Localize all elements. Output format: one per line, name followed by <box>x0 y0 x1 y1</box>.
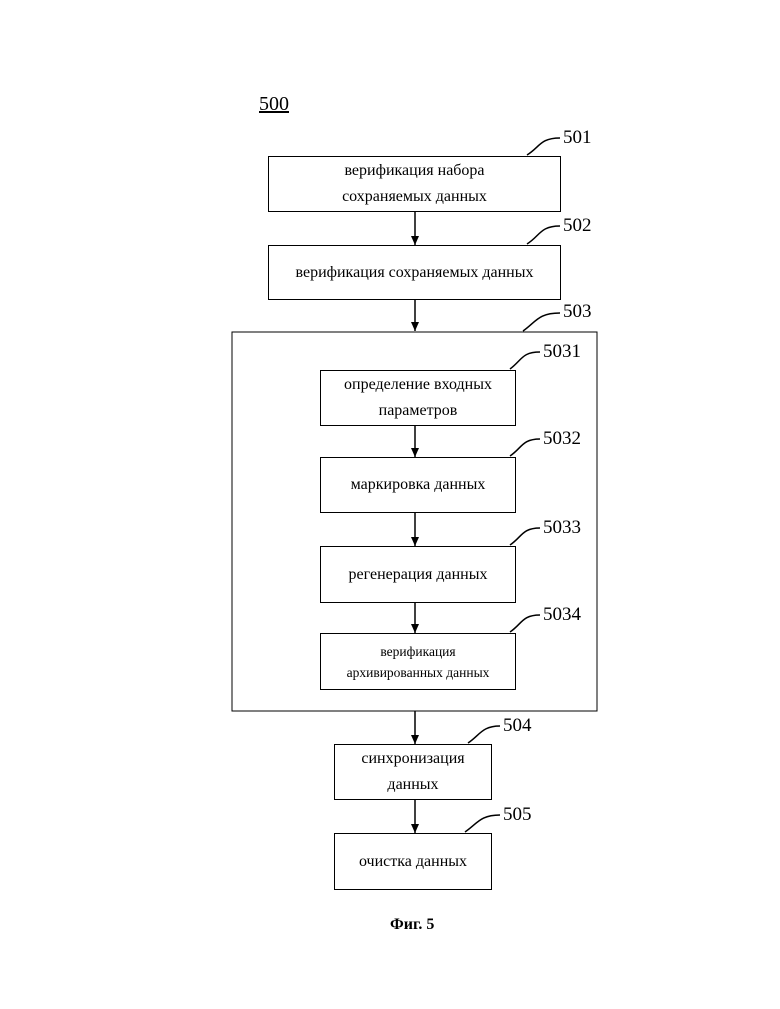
block-501-line-1: верификация набора <box>342 158 487 184</box>
block-5032-line-1: маркировка данных <box>351 472 486 498</box>
block-504: синхронизация данных <box>334 744 492 800</box>
leader-502 <box>527 226 560 244</box>
block-5031-ref: 5031 <box>543 342 581 361</box>
block-505: очистка данных <box>334 833 492 890</box>
block-5034: верификация архивированных данных <box>320 633 516 690</box>
block-5031-line-1: определение входных <box>344 372 492 398</box>
block-505-ref: 505 <box>503 805 532 824</box>
figure-number: 500 <box>259 94 289 114</box>
block-505-line-1: очистка данных <box>359 849 467 875</box>
block-5034-ref: 5034 <box>543 605 581 624</box>
block-5034-line-2: архивированных данных <box>347 662 490 683</box>
leader-5033 <box>510 528 540 545</box>
leader-5032 <box>510 439 540 456</box>
block-502-line-1: верификация сохраняемых данных <box>296 260 534 286</box>
leader-505 <box>465 815 500 832</box>
block-504-line-1: синхронизация <box>361 746 464 772</box>
block-5032: маркировка данных <box>320 457 516 513</box>
block-502-ref: 502 <box>563 216 592 235</box>
block-5031-line-2: параметров <box>344 398 492 424</box>
leader-5031 <box>510 352 540 369</box>
block-502: верификация сохраняемых данных <box>268 245 561 300</box>
block-5033-line-1: регенерация данных <box>349 562 488 588</box>
block-503-ref: 503 <box>563 302 592 321</box>
block-5033-ref: 5033 <box>543 518 581 537</box>
block-5032-ref: 5032 <box>543 429 581 448</box>
block-501: верификация набора сохраняемых данных <box>268 156 561 212</box>
leader-504 <box>468 726 500 743</box>
block-501-line-2: сохраняемых данных <box>342 184 487 210</box>
figure-caption: Фиг. 5 <box>390 916 434 934</box>
block-504-ref: 504 <box>503 716 532 735</box>
block-5034-line-1: верификация <box>347 641 490 662</box>
block-504-line-2: данных <box>361 772 464 798</box>
leader-501 <box>527 138 560 155</box>
leader-503 <box>523 313 560 331</box>
leader-5034 <box>510 615 540 632</box>
block-501-ref: 501 <box>563 128 592 147</box>
block-5033: регенерация данных <box>320 546 516 603</box>
block-5031: определение входных параметров <box>320 370 516 426</box>
